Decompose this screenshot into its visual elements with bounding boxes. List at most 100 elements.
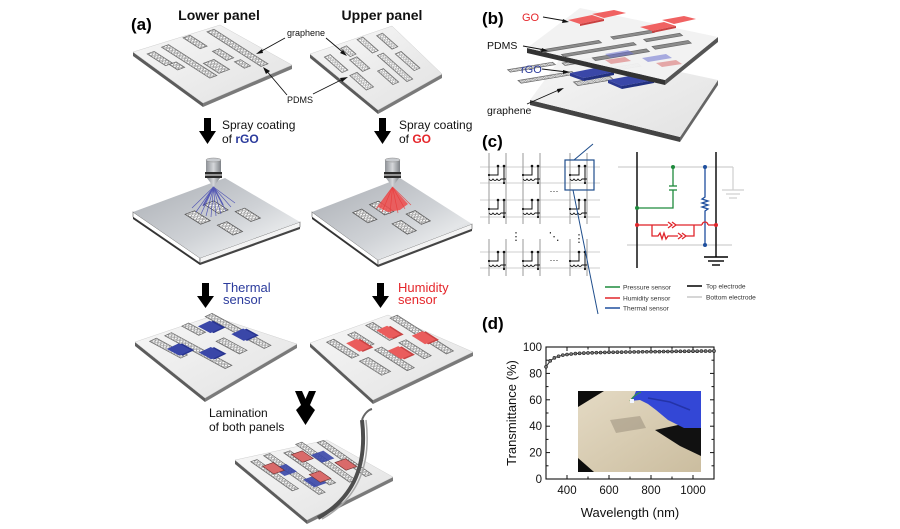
data-point — [703, 349, 708, 353]
y-tick-label: 40 — [529, 421, 542, 433]
rgo-arrow — [541, 68, 568, 73]
data-point — [649, 349, 653, 354]
circuit-legend: Pressure sensor Humidity sensor Thermal … — [605, 284, 756, 313]
upper-panel-title: Upper panel — [342, 7, 423, 23]
panel-d-label: (d) — [482, 314, 504, 333]
laminated-device — [234, 408, 394, 524]
rgo-spray-plume — [191, 186, 236, 218]
x-tick-label: 400 — [557, 485, 576, 497]
data-point — [686, 349, 691, 354]
zoom-box — [564, 159, 595, 191]
sensor-array — [487, 152, 588, 277]
spray-nozzle-right — [384, 157, 401, 187]
data-point — [560, 353, 565, 357]
array-cell — [568, 186, 588, 225]
data-point — [544, 364, 548, 369]
data-point — [590, 351, 595, 355]
thermal-line2: sensor — [223, 292, 263, 307]
x-axis-label: Wavelength (nm) — [581, 505, 680, 520]
lamination-line1: Lamination — [209, 406, 268, 420]
thermal-sensor-plate — [134, 311, 298, 402]
data-point — [594, 350, 599, 355]
ellipsis-row: ··· — [550, 255, 559, 265]
data-point — [678, 349, 683, 354]
x-tick-label: 600 — [599, 485, 618, 497]
panel-c: (c) ··· ··· ⋮ ⋱ ⋮ — [480, 132, 756, 315]
data-point — [615, 350, 620, 354]
data-point — [552, 356, 557, 360]
go-material-text: GO — [412, 132, 431, 146]
data-point — [691, 349, 695, 354]
legend-label-bottom-electrode: Bottom electrode — [706, 295, 756, 302]
ellipsis-column: ⋮ — [511, 231, 522, 243]
array-cell — [568, 152, 588, 191]
data-point — [565, 352, 569, 357]
y-tick-label: 20 — [529, 448, 542, 460]
spray-nozzle-left — [205, 157, 222, 187]
data-point — [707, 349, 712, 353]
data-point — [548, 359, 553, 363]
panel-a-label: (a) — [131, 15, 152, 34]
pdms-arrow-right — [312, 77, 346, 95]
panel-a: (a) Lower panel Upper panel — [131, 7, 474, 524]
data-point — [695, 349, 700, 354]
go-pads — [568, 10, 696, 33]
data-point — [712, 349, 716, 353]
ellipsis-row: ··· — [550, 186, 559, 196]
graphene-label: graphene — [287, 28, 325, 38]
spray-plate-rgo — [132, 178, 301, 265]
x-tick-label: 800 — [641, 485, 660, 497]
humidity-sensor-plate — [309, 314, 474, 404]
lower-panel-title: Lower panel — [178, 7, 260, 23]
data-point — [632, 350, 637, 354]
sensor-patch — [610, 416, 646, 433]
data-point — [556, 354, 561, 359]
lamination-line2: of both panels — [209, 420, 284, 434]
legend-label-pressure: Pressure sensor — [623, 285, 672, 292]
legend-label-thermal: Thermal sensor — [623, 306, 670, 313]
go-spray-plume — [375, 186, 412, 215]
pdms-arrow-left — [264, 68, 288, 96]
data-point — [581, 351, 586, 355]
thermal-line1: Thermal — [223, 280, 271, 295]
data-point — [598, 350, 603, 355]
rgo-thermal-pads — [166, 320, 259, 360]
data-point — [670, 349, 674, 354]
data-point — [674, 349, 679, 354]
spray-left-line1: Spray coating — [222, 118, 295, 132]
data-point — [699, 349, 704, 353]
y-tick-label: 100 — [523, 342, 542, 354]
graphene-arrow-left — [257, 37, 286, 54]
data-point — [577, 351, 582, 356]
down-arrow-icon — [372, 283, 389, 308]
down-arrow-icon — [199, 118, 216, 144]
peeling-film — [317, 419, 366, 520]
pdms-arrow-b — [522, 45, 546, 51]
data-point — [569, 352, 574, 356]
arrowhead — [340, 50, 347, 56]
data-point — [653, 349, 658, 354]
ellipsis-diagonal: ⋱ — [549, 231, 560, 243]
down-arrow-icon — [197, 283, 214, 308]
pdms-label: PDMS — [287, 95, 313, 105]
down-arrow-icon — [374, 118, 391, 144]
x-tick-label: 1000 — [680, 485, 706, 497]
data-point — [619, 350, 624, 354]
lower-graphene-strips — [144, 27, 268, 88]
array-cell — [521, 186, 541, 225]
arrowhead — [563, 70, 570, 74]
y-tick-label: 80 — [529, 368, 542, 380]
top-electrode-plate — [527, 8, 718, 85]
data-point — [586, 351, 590, 355]
array-cell — [487, 186, 507, 225]
thermal-sensor-branch — [699, 167, 711, 245]
arrowhead — [263, 67, 270, 74]
pdms-label-b: PDMS — [487, 40, 517, 52]
arrowhead — [541, 48, 548, 52]
y-axis-label: Transmittance (%) — [504, 360, 519, 466]
legend-label-top-electrode: Top electrode — [706, 284, 746, 291]
humidity-line2: sensor — [398, 292, 438, 307]
ground-icon — [704, 256, 728, 266]
